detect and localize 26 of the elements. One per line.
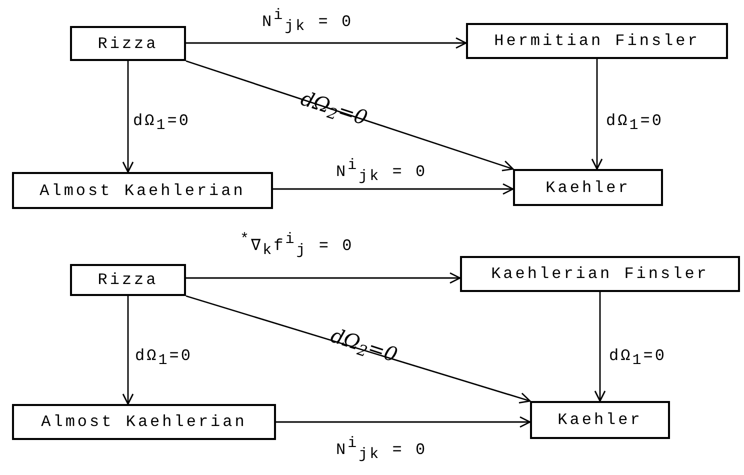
arrow xyxy=(186,295,531,404)
arrow xyxy=(273,183,514,195)
node-label: Rizza xyxy=(98,272,158,288)
arrow xyxy=(591,59,603,170)
arrow xyxy=(122,61,134,173)
node-label: Rizza xyxy=(98,36,158,52)
arrow xyxy=(186,272,461,284)
node-label: Almost Kaehlerian xyxy=(40,182,246,198)
arrow xyxy=(186,37,467,49)
node-box xyxy=(70,26,186,61)
node-label: Kaehler xyxy=(546,180,630,196)
node-box xyxy=(12,172,273,209)
node-label: Hermitian Finsler xyxy=(494,33,700,49)
node-label: Almost Kaehlerian xyxy=(41,414,247,430)
node-box xyxy=(466,23,728,59)
node-label: Kaehler xyxy=(558,412,642,428)
node-box xyxy=(12,404,276,440)
node-box xyxy=(513,169,663,206)
node-box xyxy=(460,256,740,292)
arrow xyxy=(594,292,606,402)
arrow xyxy=(186,60,514,172)
node-label: Kaehlerian Finsler xyxy=(491,266,709,282)
node-box xyxy=(530,401,670,439)
node-box xyxy=(70,264,186,296)
arrow xyxy=(276,416,531,428)
arrow xyxy=(122,296,134,405)
